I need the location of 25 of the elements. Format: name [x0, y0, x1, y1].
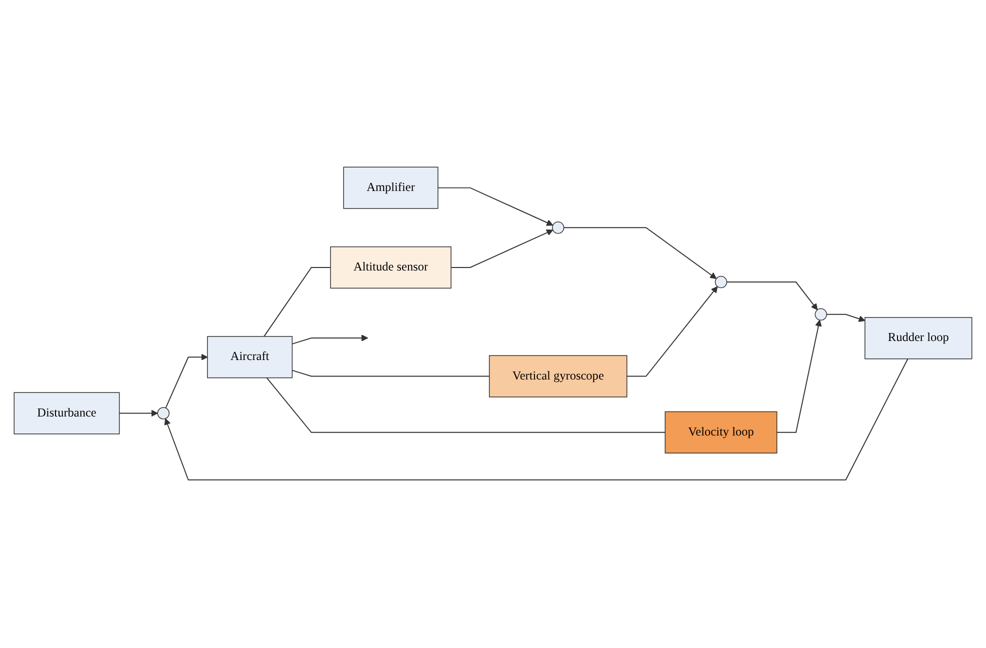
- arrow: [118, 410, 158, 418]
- arrow: [563, 228, 717, 280]
- arrow: [165, 354, 208, 409]
- node-box: Vertical gyroscope: [488, 356, 628, 398]
- node-box: Amplifier: [343, 167, 438, 210]
- connector: [264, 267, 331, 338]
- arrow: [826, 314, 866, 322]
- node-box: Disturbance: [14, 392, 120, 435]
- node-circle: [552, 222, 564, 234]
- arrow: [292, 335, 368, 345]
- connector: [266, 378, 666, 434]
- node-box: Rudder loop: [864, 318, 972, 360]
- node-circle: [714, 276, 728, 289]
- node-box: Aircraft: [207, 336, 293, 379]
- arrow: [437, 188, 554, 226]
- arrow: [626, 286, 718, 378]
- node-circle: [814, 308, 828, 322]
- arrow: [776, 320, 822, 434]
- arrow: [726, 282, 818, 311]
- arrow: [450, 230, 554, 268]
- connector: [292, 370, 490, 378]
- arrow: [164, 358, 908, 481]
- node-box: Altitude sensor: [330, 246, 452, 290]
- node-circle: [157, 408, 170, 420]
- node-box: Velocity loop: [664, 412, 778, 454]
